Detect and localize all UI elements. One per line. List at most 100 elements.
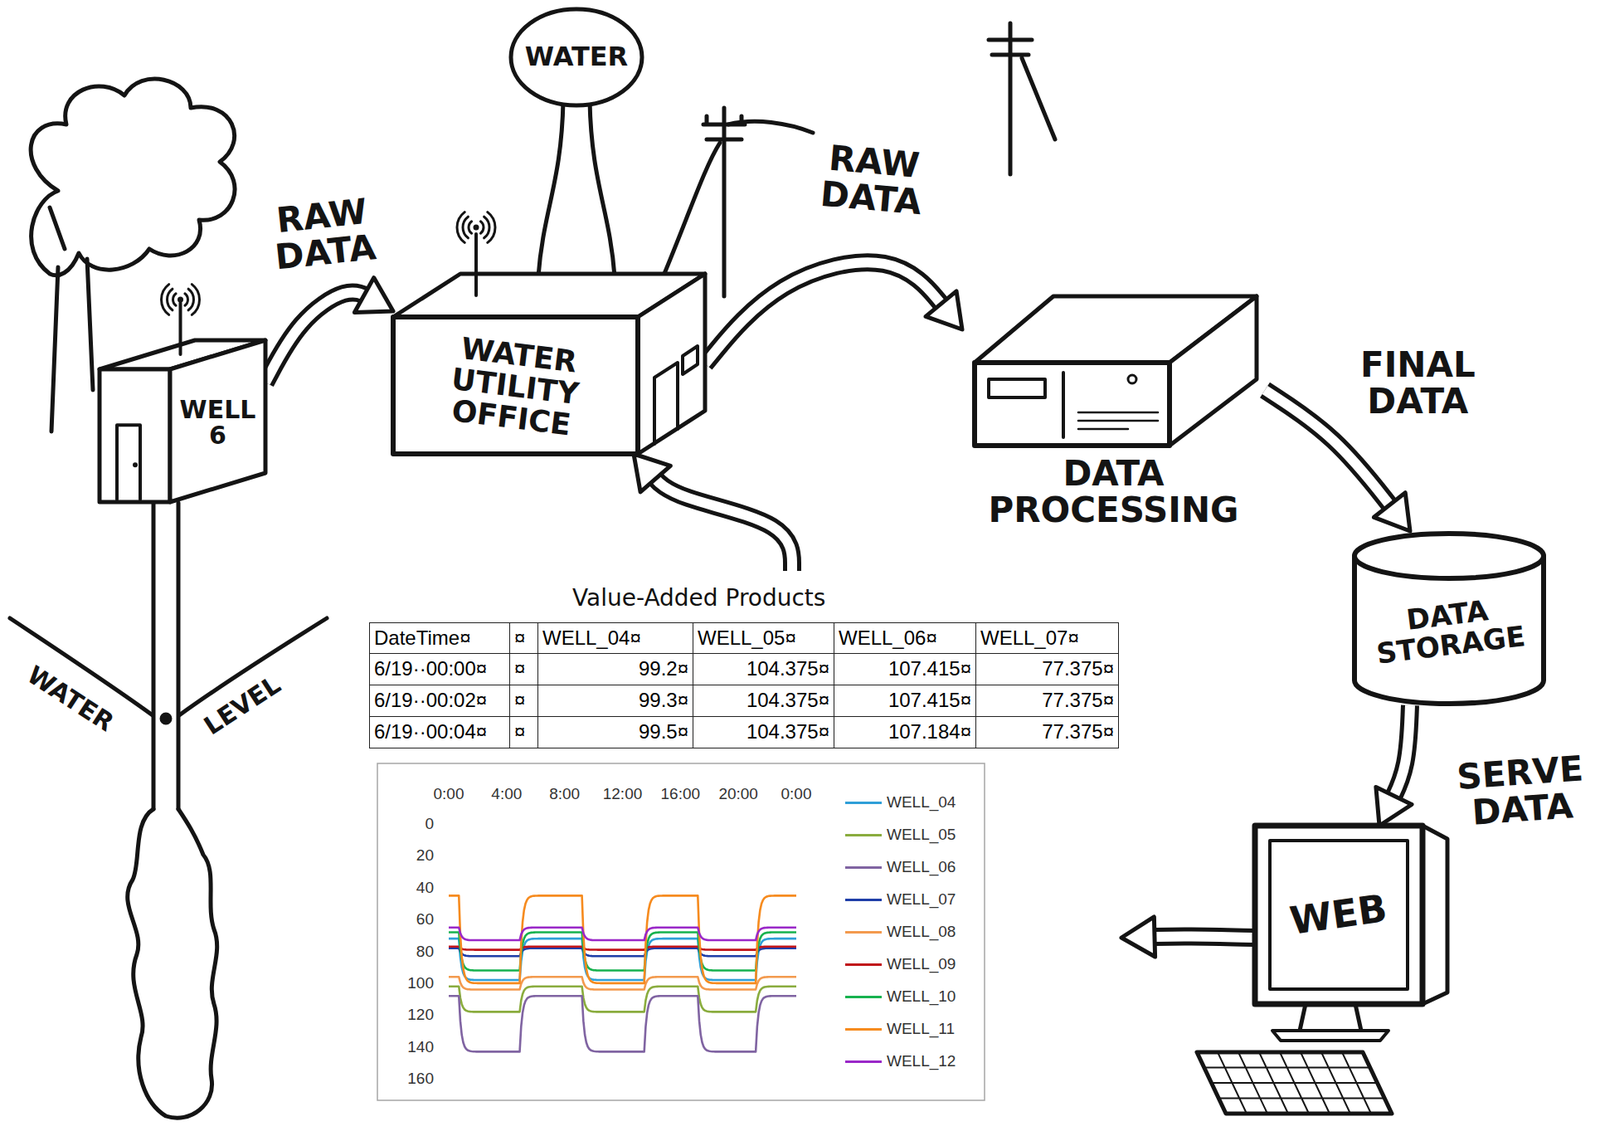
series-line bbox=[448, 931, 797, 970]
node-label: WATER bbox=[525, 43, 628, 72]
office-window bbox=[682, 345, 698, 375]
power-pole bbox=[703, 107, 745, 297]
vent-lines bbox=[1078, 412, 1158, 429]
web-monitor: WEB bbox=[1254, 825, 1448, 1004]
axis-tick-holder: 20:00 bbox=[709, 784, 768, 803]
office-front bbox=[393, 316, 638, 454]
arrow-head bbox=[1121, 916, 1156, 957]
signal-wave bbox=[173, 293, 177, 306]
flow-label-holder: RAW DATA bbox=[269, 192, 379, 276]
panel-title: Value-Added Products bbox=[572, 583, 826, 613]
monitor-bezel bbox=[1254, 825, 1423, 1004]
series-line bbox=[448, 995, 797, 1051]
office-side bbox=[637, 273, 706, 454]
signal-wave bbox=[191, 284, 200, 316]
table-text: 104.375¤ bbox=[697, 716, 830, 747]
legend-swatch bbox=[845, 995, 882, 998]
axis-tick-label: 120 bbox=[384, 1004, 434, 1025]
table-text: WELL_05¤ bbox=[697, 622, 830, 653]
antenna-tip bbox=[177, 296, 184, 303]
table-text: ¤ bbox=[514, 716, 534, 747]
axis-tick-label: 0 bbox=[384, 813, 434, 834]
axis-tick-holder: 40 bbox=[384, 877, 434, 898]
processing-server: DATA PROCESSING bbox=[962, 296, 1265, 545]
door-knob bbox=[132, 462, 138, 467]
antenna-tip bbox=[473, 224, 480, 231]
table-text: 107.415¤ bbox=[838, 653, 972, 684]
flow-label: RAW DATA bbox=[818, 139, 926, 221]
legend-item: WELL_04 bbox=[845, 790, 956, 814]
chart-series bbox=[448, 894, 797, 1051]
axis-tick-label: 20:00 bbox=[709, 784, 768, 803]
well-door bbox=[116, 424, 141, 500]
axis-tick-label: 160 bbox=[384, 1068, 434, 1089]
monitor-base bbox=[1272, 1030, 1389, 1041]
table-cell: 107.184¤ bbox=[834, 716, 977, 749]
ground-label-holder: WATER bbox=[22, 661, 118, 736]
node-label: WATER UTILITY OFFICE bbox=[446, 331, 585, 441]
axis-tick-holder: 16:00 bbox=[651, 784, 710, 803]
flow-label: RAW DATA bbox=[269, 192, 379, 276]
legend-item: WELL_10 bbox=[845, 984, 956, 1008]
axis-tick-label: 60 bbox=[384, 909, 434, 929]
flow-arrow bbox=[1121, 916, 1255, 957]
table-cell: 6/19··00:02¤ bbox=[369, 685, 511, 717]
table-cell: WELL_07¤ bbox=[976, 622, 1119, 654]
table-text: 6/19··00:00¤ bbox=[374, 653, 506, 684]
axis-tick-holder: 140 bbox=[384, 1036, 434, 1057]
table-cell: WELL_06¤ bbox=[834, 622, 977, 654]
flow-arrow bbox=[1376, 705, 1412, 826]
arrow-hollow bbox=[651, 473, 793, 571]
arrow-head bbox=[925, 291, 963, 330]
axis-tick-label: 40 bbox=[384, 877, 434, 898]
table-cell: 6/19··00:00¤ bbox=[369, 653, 511, 686]
table-text: 104.375¤ bbox=[697, 685, 830, 715]
table-cell: DateTime¤ bbox=[369, 622, 511, 654]
water-level-label: LEVEL bbox=[199, 671, 285, 740]
axis-tick-label: 0:00 bbox=[419, 784, 478, 803]
legend-label: WELL_05 bbox=[886, 825, 956, 844]
node-label: DATA PROCESSING bbox=[987, 455, 1239, 529]
table-text: 104.375¤ bbox=[697, 653, 830, 684]
signal-wave bbox=[462, 216, 468, 239]
axis-tick-holder: 8:00 bbox=[535, 784, 594, 803]
axis-tick-label: 4:00 bbox=[477, 784, 536, 803]
tree-trunk bbox=[49, 207, 93, 432]
table-text: 77.375¤ bbox=[980, 653, 1114, 684]
arrow-hollow bbox=[705, 262, 946, 364]
well-pipe bbox=[153, 502, 179, 809]
table-text: 6/19··00:04¤ bbox=[374, 716, 506, 747]
table-text: 99.5¤ bbox=[542, 716, 689, 747]
table-text: 77.375¤ bbox=[980, 716, 1114, 747]
products-panel: Value-Added Products bbox=[369, 570, 1122, 1104]
table-cell: ¤ bbox=[510, 622, 539, 654]
series-line bbox=[448, 927, 797, 940]
table-text: 107.415¤ bbox=[838, 685, 972, 715]
arrow-outline bbox=[1147, 936, 1255, 938]
axis-tick-label: 20 bbox=[384, 845, 434, 866]
legend-item: WELL_05 bbox=[845, 822, 956, 847]
legend-label: WELL_04 bbox=[886, 792, 956, 812]
arrow-head bbox=[354, 277, 394, 313]
ground-label-holder: LEVEL bbox=[199, 671, 285, 740]
flow-arrow bbox=[265, 277, 394, 383]
arrow-head bbox=[1376, 787, 1412, 826]
table-text: 6/19··00:02¤ bbox=[374, 685, 506, 715]
legend-swatch bbox=[845, 1027, 882, 1031]
tower-stem bbox=[589, 101, 615, 277]
table-cell: WELL_05¤ bbox=[693, 622, 835, 654]
axis-tick-holder: 160 bbox=[384, 1068, 434, 1089]
server-side bbox=[1169, 296, 1257, 446]
table-text: WELL_07¤ bbox=[980, 622, 1114, 653]
office-door bbox=[654, 362, 678, 444]
drive-slot bbox=[988, 379, 1046, 398]
table-text: ¤ bbox=[514, 653, 534, 684]
legend-swatch bbox=[845, 833, 882, 837]
legend-label: WELL_06 bbox=[886, 857, 956, 876]
legend-label: WELL_07 bbox=[886, 889, 956, 909]
table-text: 107.184¤ bbox=[838, 716, 972, 747]
flow-label-holder: SERVE DATA bbox=[1455, 749, 1587, 832]
table-cell: 99.3¤ bbox=[538, 685, 694, 717]
flow-label: FINAL DATA bbox=[1360, 346, 1476, 420]
